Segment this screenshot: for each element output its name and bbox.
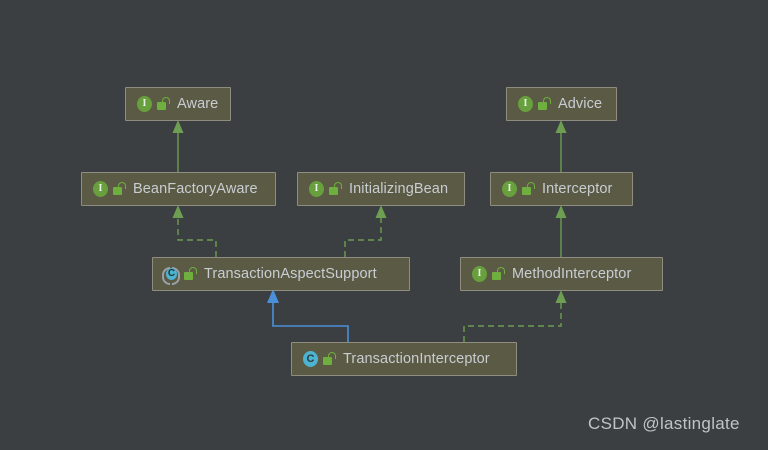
edge-beanfactoryaware-to-aware — [172, 120, 184, 172]
edge-transactionaspectsupport-to-beanfactoryaware — [172, 205, 217, 257]
unlocked-padlock-icon — [113, 181, 126, 197]
interface-icon: I — [135, 95, 152, 113]
node-aware[interactable]: I Aware — [125, 87, 231, 121]
node-label: Aware — [177, 96, 219, 112]
edge-transactioninterceptor-to-transactionaspectsupport — [267, 289, 349, 342]
edge-methodinterceptor-to-interceptor — [555, 205, 567, 257]
node-interceptor[interactable]: I Interceptor — [490, 172, 633, 206]
node-beanfactoryaware[interactable]: I BeanFactoryAware — [81, 172, 276, 206]
node-label: Advice — [558, 96, 603, 112]
interface-icon: I — [307, 180, 324, 198]
class-icon: C — [301, 350, 318, 368]
unlocked-padlock-icon — [184, 266, 197, 282]
node-label: InitializingBean — [349, 181, 449, 197]
interface-icon: I — [516, 95, 533, 113]
abstract-class-icon-glyph: C — [166, 267, 177, 280]
interface-icon-glyph: I — [309, 180, 324, 197]
node-label: BeanFactoryAware — [133, 181, 258, 197]
node-label: MethodInterceptor — [512, 266, 632, 282]
unlocked-padlock-icon — [492, 266, 505, 282]
interface-icon-glyph: I — [472, 265, 487, 282]
node-advice[interactable]: I Advice — [506, 87, 617, 121]
interface-icon: I — [91, 180, 108, 198]
abstract-class-icon: C — [162, 266, 180, 285]
edge-transactioninterceptor-to-methodinterceptor — [463, 290, 567, 342]
unlocked-padlock-icon — [538, 96, 551, 112]
interface-icon: I — [470, 265, 487, 283]
interface-icon: I — [500, 180, 517, 198]
edge-interceptor-to-advice — [555, 120, 567, 172]
edge-transactionaspectsupport-to-initializingbean — [344, 205, 387, 257]
unlocked-padlock-icon — [157, 96, 170, 112]
interface-icon-glyph: I — [502, 180, 517, 197]
node-label: TransactionInterceptor — [343, 351, 490, 367]
unlocked-padlock-icon — [522, 181, 535, 197]
node-label: TransactionAspectSupport — [204, 266, 377, 282]
interface-icon-glyph: I — [518, 95, 533, 112]
interface-icon-glyph: I — [137, 95, 152, 112]
unlocked-padlock-icon — [329, 181, 342, 197]
class-icon-glyph: C — [303, 350, 318, 367]
unlocked-padlock-icon — [323, 351, 336, 367]
node-transactioninterceptor[interactable]: C TransactionInterceptor — [291, 342, 517, 376]
interface-icon-glyph: I — [93, 180, 108, 197]
node-transactionaspectsupport[interactable]: C TransactionAspectSupport — [152, 257, 410, 291]
watermark: CSDN @lastinglate — [588, 414, 740, 433]
node-methodinterceptor[interactable]: I MethodInterceptor — [460, 257, 663, 291]
node-initializingbean[interactable]: I InitializingBean — [297, 172, 465, 206]
node-label: Interceptor — [542, 181, 613, 197]
